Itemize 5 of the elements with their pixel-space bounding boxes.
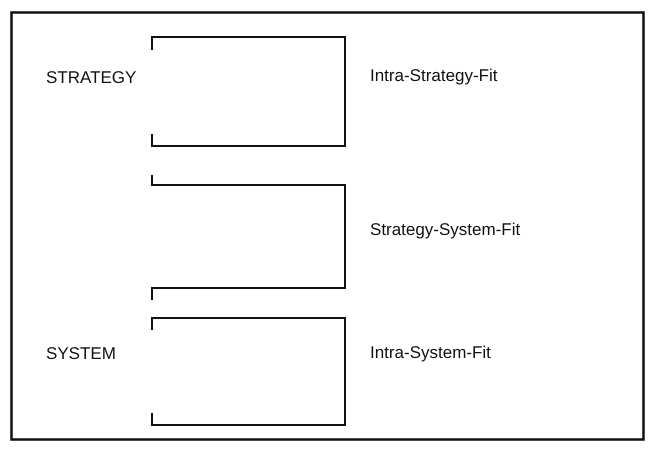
fit-label: Strategy-System-Fit bbox=[370, 220, 520, 240]
fit-label: Intra-Strategy-Fit bbox=[370, 66, 498, 86]
fit-label: Intra-System-Fit bbox=[370, 343, 491, 363]
level-label: SYSTEM bbox=[46, 344, 116, 364]
level-label: STRATEGY bbox=[46, 68, 136, 88]
